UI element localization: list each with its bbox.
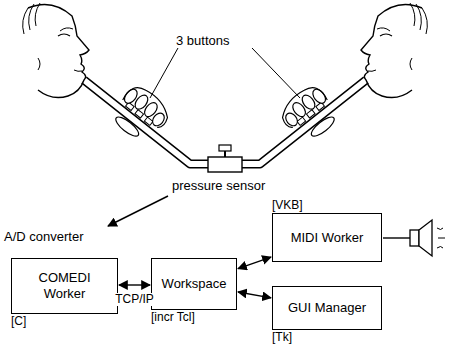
leader-line bbox=[252, 48, 300, 98]
tube-inner bbox=[84, 80, 366, 164]
left-face bbox=[23, 3, 89, 98]
part-label: A/D converter bbox=[4, 229, 83, 244]
process-box: MIDI Worker[VKB] bbox=[272, 213, 382, 262]
speaker-body bbox=[410, 230, 419, 246]
pressure-sensor bbox=[208, 157, 242, 172]
connector-arrow bbox=[238, 292, 271, 298]
tube bbox=[84, 80, 366, 164]
connector-label: TCP/IP bbox=[113, 293, 156, 306]
language-tag: [Tk] bbox=[272, 331, 292, 344]
part-label: pressure sensor bbox=[172, 178, 265, 193]
speaker-cone bbox=[419, 220, 432, 256]
box-title: MIDI Worker bbox=[285, 230, 370, 246]
part-label: 3 buttons bbox=[176, 33, 230, 48]
sensor-knob bbox=[219, 145, 231, 151]
box-title: COMEDI Worker bbox=[12, 270, 117, 302]
process-box: Workspace[incr Tcl] bbox=[151, 258, 237, 310]
process-box: GUI Manager[Tk] bbox=[272, 286, 382, 330]
language-tag: [incr Tcl] bbox=[151, 311, 195, 324]
leader-line bbox=[150, 48, 178, 98]
process-box: COMEDI Worker[C] bbox=[11, 258, 118, 314]
right-face bbox=[361, 3, 427, 98]
language-tag: [C] bbox=[11, 315, 26, 328]
audio-wire bbox=[383, 237, 410, 238]
sound-waves bbox=[437, 228, 445, 248]
connector-arrow bbox=[119, 284, 150, 285]
box-title: Workspace bbox=[156, 276, 233, 292]
connector-arrow bbox=[238, 257, 271, 269]
left-hand bbox=[108, 81, 175, 147]
language-tag: [VKB] bbox=[272, 199, 303, 212]
signal-arrow bbox=[108, 196, 168, 226]
box-title: GUI Manager bbox=[282, 300, 372, 316]
right-hand bbox=[276, 81, 343, 147]
